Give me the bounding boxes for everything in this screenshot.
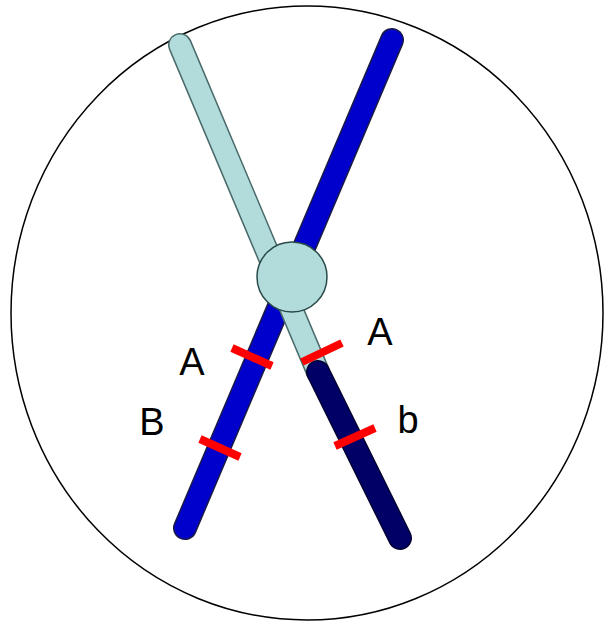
- crossover-outline: [318, 372, 400, 538]
- allele-label: b: [397, 401, 418, 439]
- centromere: [257, 242, 327, 312]
- crossover-segment: [318, 372, 400, 538]
- locus-mark: [302, 343, 342, 362]
- allele-label: A: [367, 313, 392, 351]
- locus-mark: [335, 428, 375, 446]
- allele-label: B: [139, 403, 164, 441]
- chromatid: [180, 45, 318, 372]
- locus-mark: [232, 348, 272, 366]
- locus-mark: [200, 439, 240, 457]
- allele-label: A: [179, 343, 204, 381]
- chromatid-outline: [180, 45, 318, 372]
- cell-membrane: [11, 6, 603, 620]
- gene-loci: [200, 343, 375, 457]
